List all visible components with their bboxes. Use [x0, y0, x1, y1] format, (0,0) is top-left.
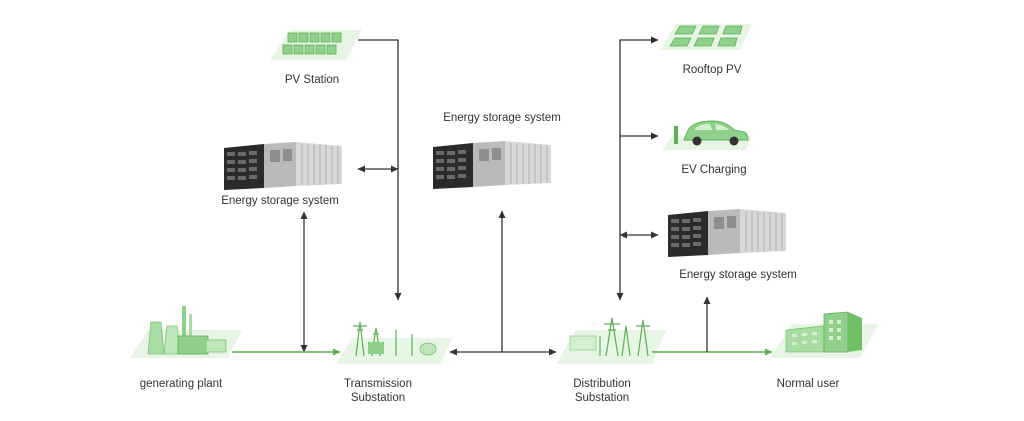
electric-car-icon	[662, 120, 752, 150]
rooftop-pv-label: Rooftop PV	[682, 64, 742, 76]
transmission-substation-label-line2: Substation	[350, 392, 406, 404]
ess-middle-label: Energy storage system	[443, 112, 561, 124]
pv-station-connector	[358, 39, 402, 301]
pv-station-label: PV Station	[284, 74, 340, 86]
power-plant-icon	[130, 306, 242, 358]
ev-charging-label: EV Charging	[681, 164, 747, 176]
distribution-bus-connector	[616, 36, 659, 301]
transmission-substation-icon	[336, 321, 452, 364]
transmission-substation-label-line1: Transmission	[344, 378, 412, 390]
distribution-substation-label-line2: Substation	[574, 392, 630, 404]
distribution-substation-label-line1: Distribution	[573, 378, 631, 390]
generating-plant-label: generating plant	[139, 378, 223, 390]
ess-left-label: Energy storage system	[221, 195, 339, 207]
distribution-substation-icon	[556, 317, 666, 364]
energy-storage-container-icon	[667, 208, 787, 258]
normal-user-label: Normal user	[776, 378, 840, 390]
solar-panel-array-icon	[270, 30, 362, 60]
energy-storage-container-icon	[432, 140, 552, 190]
office-building-icon	[770, 311, 878, 358]
energy-storage-container-icon	[223, 141, 343, 191]
ess-right-label: Energy storage system	[679, 269, 797, 281]
rooftop-solar-icon	[660, 24, 752, 50]
